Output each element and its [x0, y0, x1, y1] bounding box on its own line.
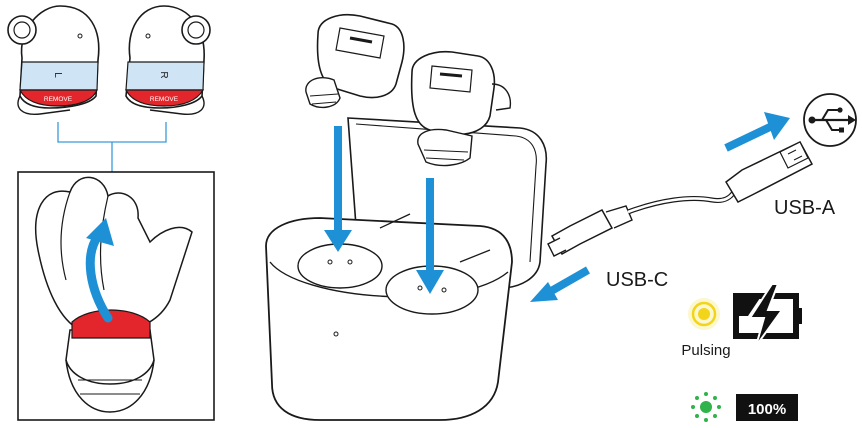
peel-direction-arrow: [85, 231, 113, 323]
charging-battery-icon: [733, 283, 802, 347]
usb-cable-illustration: [547, 141, 814, 257]
insert-arrows: [324, 126, 444, 294]
remove-tag-hand-illustration: [17, 171, 215, 421]
usb-a-label: USB-A: [774, 197, 836, 219]
right-remove-label: REMOVE: [150, 96, 179, 103]
led-green-icon: [691, 392, 721, 422]
usb-icon: [803, 93, 857, 147]
led-pulsing-yellow-icon: [688, 298, 720, 330]
pulsing-label: Pulsing: [681, 342, 730, 359]
usb-c-direction-arrow: [530, 266, 590, 302]
right-earbud-falling: [410, 50, 512, 167]
charging-case-illustration: [265, 117, 548, 421]
left-earbud-illustration: L REMOVE: [7, 5, 100, 115]
left-earbud-tag: L: [52, 72, 63, 78]
bracket-connector: [57, 122, 167, 172]
right-earbud-tag: R: [158, 71, 169, 78]
left-remove-label: REMOVE: [44, 96, 73, 103]
battery-full-label: 100%: [748, 401, 786, 418]
battery-full-icon: 100%: [736, 394, 798, 421]
usb-a-direction-arrow: [724, 112, 790, 152]
right-earbud-illustration: R REMOVE: [125, 5, 211, 115]
left-earbud-falling: [305, 14, 405, 109]
usb-c-label: USB-C: [606, 269, 668, 291]
